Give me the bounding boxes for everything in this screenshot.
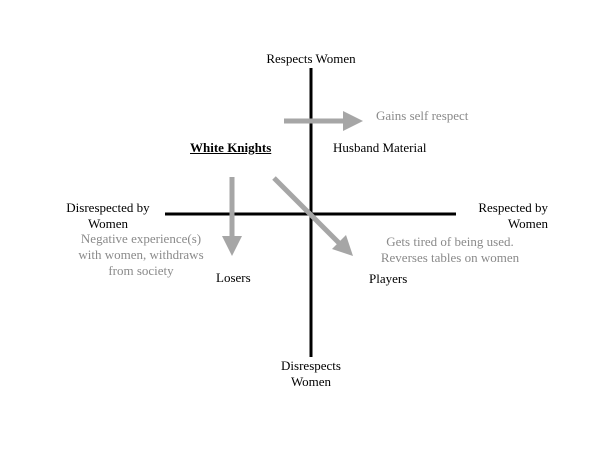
annotation-gains-self-respect: Gains self respect — [376, 108, 469, 123]
axis-label-right-line2: Women — [507, 216, 548, 231]
annotation-tired-line2: Reverses tables on women — [380, 250, 520, 265]
axis-label-right: Respected by Women — [452, 200, 548, 232]
axis-label-left-line2: Women — [87, 216, 129, 231]
axis-label-top: Respects Women — [266, 51, 356, 66]
quadrant-label-players: Players — [369, 271, 408, 286]
axis-label-right-line1: Respected by — [478, 200, 548, 215]
annotation-negative-experience-line2: with women, withdraws — [78, 247, 204, 262]
quadrant-label-husband-material: Husband Material — [333, 140, 427, 155]
axis-label-bottom-line2: Women — [290, 374, 332, 389]
annotation-tired-line1: Gets tired of being used. — [386, 234, 514, 249]
annotation-tired-of-being-used: Gets tired of being used. Reverses table… — [368, 234, 532, 266]
arrow-to-husband-material — [284, 111, 363, 131]
quadrant-label-white-knights: White Knights — [190, 140, 272, 155]
quadrant-label-losers: Losers — [216, 270, 251, 285]
axis-label-bottom: Disrespects Women — [266, 358, 356, 390]
arrow-to-players — [272, 176, 353, 256]
axis-label-bottom-line1: Disrespects — [281, 358, 341, 373]
annotation-negative-experience: Negative experience(s) with women, withd… — [66, 231, 216, 279]
arrow-to-losers — [222, 177, 242, 256]
axis-label-left: Disrespected by Women — [55, 200, 161, 232]
annotation-negative-experience-line1: Negative experience(s) — [80, 231, 202, 246]
annotation-negative-experience-line3: from society — [108, 263, 174, 278]
axis-label-left-line1: Disrespected by — [66, 200, 150, 215]
